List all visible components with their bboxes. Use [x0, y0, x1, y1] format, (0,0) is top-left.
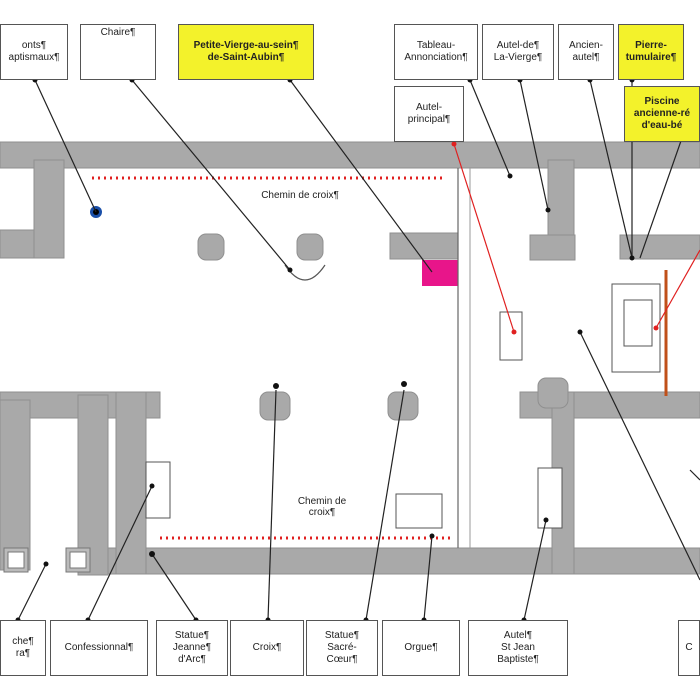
tomb-inner	[623, 299, 653, 347]
label-statue-jeanne: Statue¶ Jeanne¶ d'Arc¶	[156, 620, 228, 676]
tomb-outer	[611, 283, 661, 373]
label-autel-st-jean: Autel¶ St Jean Baptiste¶	[468, 620, 568, 676]
label-autel-principal: Autel- principal¶	[394, 86, 464, 142]
label-confessionnal: Confessionnal¶	[50, 620, 148, 676]
label-chaire: Chaire¶	[80, 24, 156, 80]
leader-lines	[17, 79, 700, 621]
pillars	[197, 233, 569, 421]
label-petite-vierge: Petite-Vierge-au-sein¶ de-Saint-Aubin¶	[178, 24, 314, 80]
altar-rect	[499, 311, 523, 361]
label-piscine: Piscine ancienne-ré d'eau-bé	[624, 86, 700, 142]
label-autel-vierge: Autel-de¶ La-Vierge¶	[482, 24, 554, 80]
st-jean-altar-rect	[537, 467, 563, 529]
pink-marker	[422, 260, 458, 286]
label-right-edge: C	[678, 620, 700, 676]
label-cloche: che¶ ra¶	[0, 620, 46, 676]
label-ancien-autel: Ancien- autel¶	[558, 24, 614, 80]
label-statue-sacre-coeur: Statue¶ Sacré- Cœur¶	[306, 620, 378, 676]
label-pierre-tumulaire: Pierre- tumulaire¶	[618, 24, 684, 80]
label-orgue: Orgue¶	[382, 620, 460, 676]
organ-rect	[395, 493, 443, 529]
chemin-croix-top-label: Chemin de croix¶	[250, 190, 350, 201]
chemin-croix-bottom-label: Chemin de croix¶	[282, 496, 362, 518]
label-tableau-annonciation: Tableau- Annonciation¶	[394, 24, 478, 80]
label-fonts-baptismaux: onts¶ aptismaux¶	[0, 24, 68, 80]
label-croix: Croix¶	[230, 620, 304, 676]
